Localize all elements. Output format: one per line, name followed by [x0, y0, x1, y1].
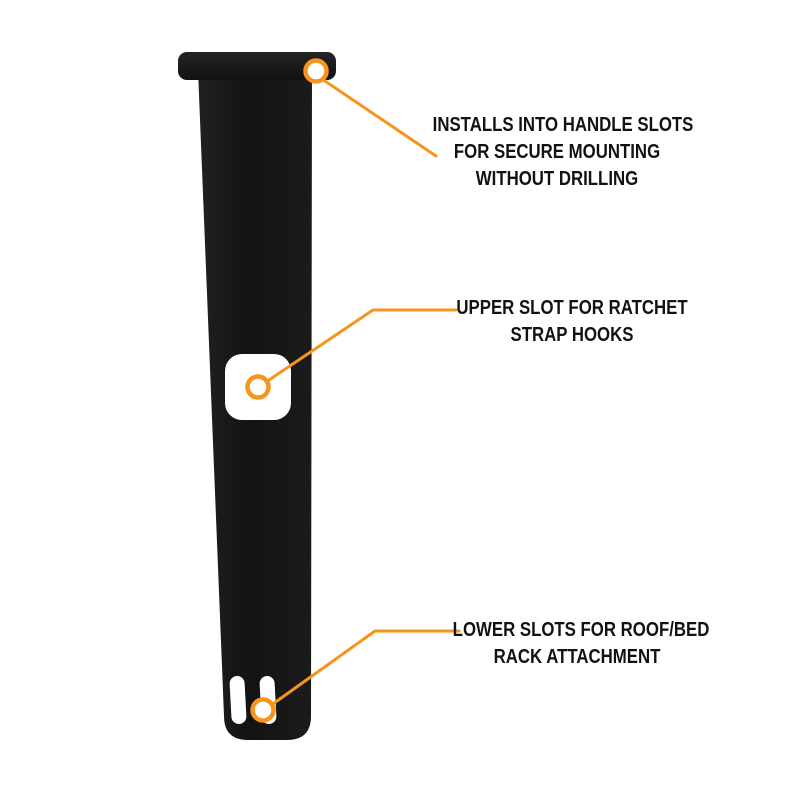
bracket-top-flange: [178, 52, 336, 80]
annotation-handle-slots-line-2: FOR SECURE MOUNTING: [453, 141, 661, 163]
annotation-handle-slots-line-1: INSTALLS INTO HANDLE SLOTS: [432, 114, 694, 136]
callout-line-handle-slots: [320, 77, 438, 158]
callout-circle-handle-slots: [303, 58, 329, 84]
annotation-lower-slots: LOWER SLOTS FOR ROOF/BED RACK ATTACHMENT: [452, 617, 710, 671]
annotation-handle-slots: INSTALLS INTO HANDLE SLOTS FOR SECURE MO…: [432, 112, 694, 193]
annotation-upper-slot-line-1: UPPER SLOT FOR RATCHET: [456, 297, 688, 319]
annotation-upper-slot: UPPER SLOT FOR RATCHET STRAP HOOKS: [448, 295, 697, 349]
callout-circle-upper-slot: [245, 374, 271, 400]
callout-line-lower-slots: [268, 629, 461, 708]
callout-line-upper-slot: [264, 308, 458, 384]
annotation-upper-slot-line-2: STRAP HOOKS: [510, 324, 634, 346]
callout-circle-lower-slots: [250, 697, 276, 723]
annotation-lower-slots-line-2: RACK ATTACHMENT: [493, 646, 661, 668]
lower-slot-left: [229, 676, 247, 724]
annotation-handle-slots-line-3: WITHOUT DRILLING: [475, 168, 639, 190]
annotation-lower-slots-line-1: LOWER SLOTS FOR ROOF/BED: [452, 619, 710, 641]
